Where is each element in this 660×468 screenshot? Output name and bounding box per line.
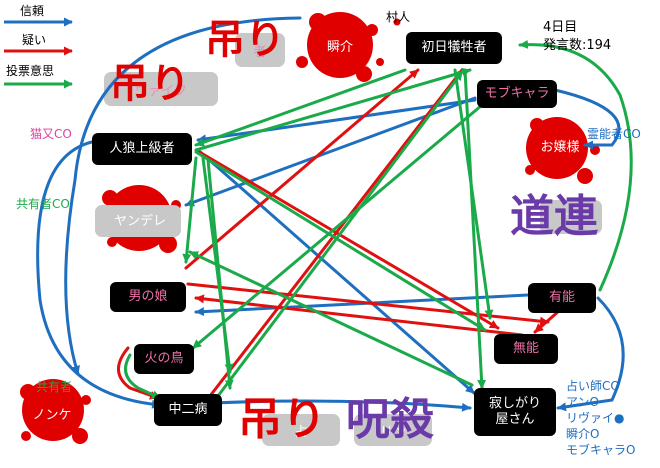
vote-arrow-mobchara-hinotori	[191, 98, 490, 350]
node-sabishigari: 寂しがり 屋さん	[474, 388, 556, 436]
ghost-label-vaifu: ヴァイフ	[104, 72, 218, 106]
seer-co-item: モブキャラO	[566, 443, 636, 457]
seer-co-list: 占い師CO アンO リヴァイ● 瞬介O モブキャラO	[566, 378, 635, 458]
kyouyuu-tag: 共有者	[36, 380, 73, 394]
trust-arrow-mobchara-ojousama	[553, 88, 621, 150]
ghost-label-sakura: ア	[540, 200, 602, 234]
vote-arrow-werewolf-munou	[194, 150, 487, 332]
node-hinotori: 火の鳥	[134, 344, 194, 374]
legend-trust-label: 信頼	[20, 4, 45, 18]
node-munou: 無能	[494, 334, 558, 364]
node-chuunibyou: 中二病	[154, 394, 222, 426]
trust-arrow-werewolf-chuunibyou	[36, 138, 162, 409]
vote-arrow-sabishigari-otokonoko	[188, 250, 474, 387]
vote-arrow-werewolf-otokonoko	[182, 156, 198, 264]
vote-arrow-hinotori-chuunibyou	[124, 353, 162, 400]
node-mob-chara: モブキャラ	[477, 80, 557, 108]
reinou-co-tag: 霊能者CO	[587, 127, 641, 141]
node-shunsuke: 瞬介	[326, 39, 353, 55]
trust-arrow-top-nonke	[64, 16, 302, 376]
ghost-label-bottom-mid: リン	[354, 414, 432, 446]
hang-label-2: 吊り	[110, 61, 190, 107]
seer-co-item: リヴァイ●	[566, 411, 625, 425]
murabito-tag: 村人	[386, 10, 411, 24]
legend-vote-label: 投票意思	[6, 64, 55, 78]
node-yandere: ヤンデレ	[113, 213, 166, 229]
ghost-label-bottom-left: 占	[262, 414, 340, 446]
seer-co-item: アンO	[566, 395, 599, 409]
doubt-arrow-hinotori-chuunibyou	[117, 346, 160, 400]
node-ojousama: お嬢様	[540, 139, 580, 155]
doubt-arrow-munou-otokonoko	[194, 294, 524, 337]
node-otokonoko: 男の娘	[110, 282, 186, 312]
vote-arrow-werewolf-first	[194, 67, 472, 152]
seer-co-item: 瞬介O	[566, 427, 600, 441]
seer-co-item: 占い師CO	[566, 379, 620, 393]
vote-arrow-yuunou-first	[518, 39, 633, 292]
ghost-label-yandere-bg	[95, 205, 181, 237]
kyouyuu-co-tag: 共有者CO	[16, 197, 70, 211]
day-label: 4日目	[543, 20, 578, 35]
trust-arrow-werewolf-sabishigari	[196, 148, 476, 395]
vote-arrow-chuunibyou-first	[213, 70, 464, 402]
trust-arrow-yuunou-sabishigari	[556, 296, 625, 412]
michizure-label: 道連	[510, 191, 598, 242]
trust-arrow-mobchara-werewolf	[196, 98, 477, 144]
nekomata-co-tag: 猫又CO	[30, 127, 72, 141]
node-yuunou: 有能	[528, 283, 596, 313]
vote-arrow-first-sabishigari	[463, 68, 487, 390]
node-nonke: ノンケ	[32, 407, 72, 423]
node-sabishigari-line1: 寂しがり	[488, 395, 541, 411]
node-sabishigari-line2: 屋さん	[495, 412, 535, 427]
doubt-arrow-werewolf-munou	[194, 148, 500, 330]
hang-label-3: 吊り	[238, 394, 326, 445]
doubt-arrow-chuunibyou-first	[208, 68, 464, 398]
vote-arrow-werewolf-chuunibyou-2	[206, 158, 234, 390]
node-first-victim: 初日犠牲者	[406, 32, 502, 64]
post-count-label: 発言数:194	[543, 38, 612, 53]
legend-swatches	[4, 17, 73, 89]
hang-label-1: 吊り	[205, 17, 285, 63]
doubt-arrow-otokonoko-first	[184, 68, 420, 270]
legend-doubt-label: 疑い	[22, 33, 47, 47]
vote-arrow-first-werewolf	[194, 68, 407, 147]
curse-label: 呪殺	[346, 394, 434, 445]
ghost-label-ishasha: 者	[235, 33, 285, 67]
node-werewolf-senior: 人狼上級者	[92, 133, 192, 165]
